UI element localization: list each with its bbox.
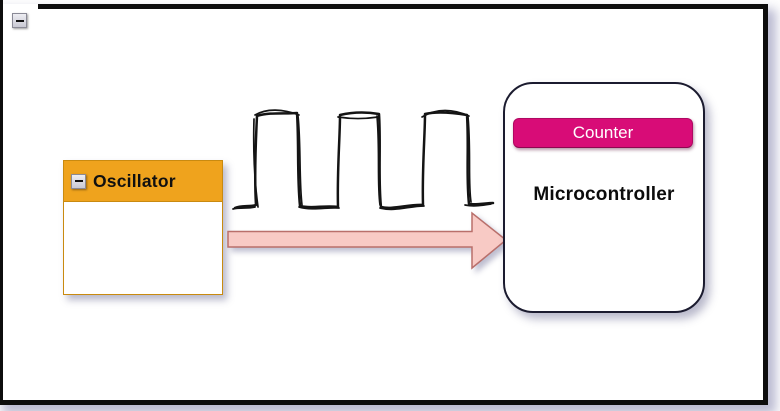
minus-icon (15, 19, 24, 22)
microcontroller-title: Microcontroller (533, 184, 675, 205)
counter-badge-label: Counter (572, 123, 634, 142)
oscillator-header: Oscillator (64, 161, 222, 202)
square-wave-drawing (232, 109, 495, 211)
signal-flow-arrow (227, 211, 508, 270)
frame-collapse-button[interactable] (12, 13, 27, 28)
minus-icon (74, 180, 83, 182)
frame-notch (3, 4, 38, 9)
oscillator-title: Oscillator (93, 170, 176, 191)
frame-border-segment (0, 0, 3, 5)
oscillator-collapse-button[interactable] (71, 173, 86, 189)
oscillator-body (64, 202, 222, 294)
counter-badge[interactable]: Counter (513, 118, 693, 148)
oscillator-block[interactable]: Oscillator (63, 160, 223, 295)
microcontroller-block[interactable]: Counter Microcontroller (503, 82, 705, 313)
